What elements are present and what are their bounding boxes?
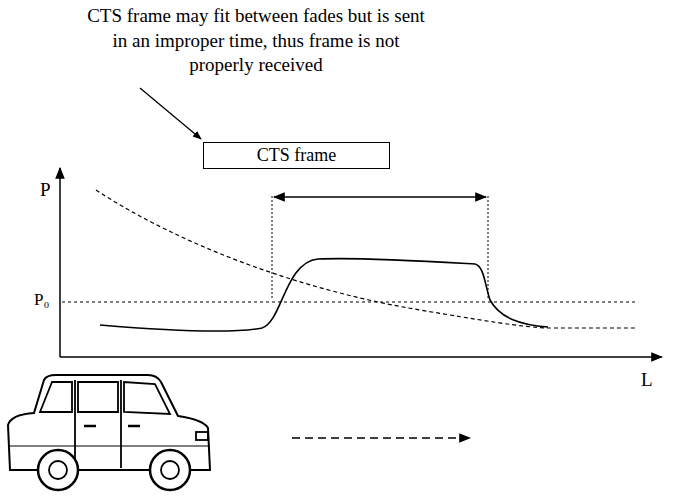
fade-boundary — [272, 196, 273, 300]
threshold-label: P₀ — [34, 289, 49, 311]
box-text: CTS frame — [257, 145, 336, 166]
axis-label: L — [641, 368, 653, 393]
frame-box: CTS frame — [203, 142, 390, 169]
callout-arrow — [140, 88, 201, 139]
axis-label: P — [40, 178, 51, 203]
car — [8, 375, 210, 490]
threshold-line — [62, 301, 636, 302]
p-axis — [59, 168, 61, 357]
fade-boundary — [488, 196, 489, 300]
callout-text: CTS frame may fit between fades but is s… — [86, 4, 426, 78]
motion-arrow — [292, 437, 470, 439]
l-axis — [60, 356, 662, 358]
received-power-curve — [100, 259, 548, 331]
interval-arrow — [274, 196, 486, 198]
